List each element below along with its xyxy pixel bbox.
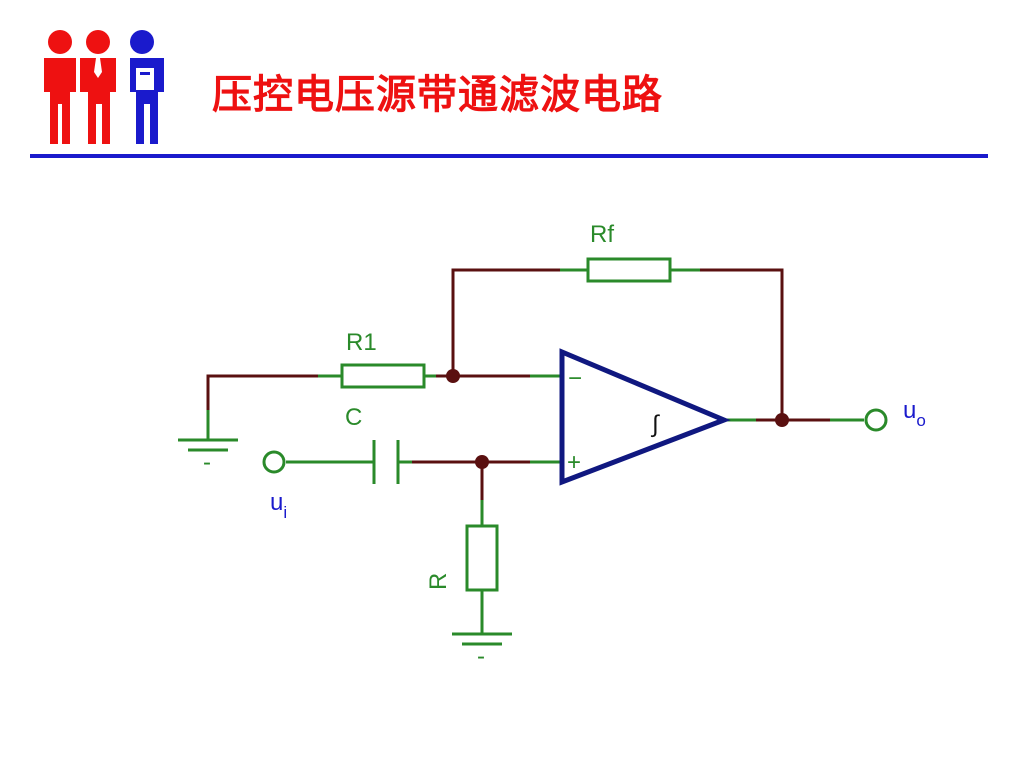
input-label: ui — [270, 489, 287, 522]
output-terminal — [864, 408, 888, 432]
ground-mark-bottom: - — [477, 643, 485, 670]
wires — [206, 268, 830, 500]
opamp-plus-sign: + — [567, 449, 581, 476]
page-title: 压控电压源带通滤波电路 — [212, 72, 663, 118]
output-label: uo — [903, 397, 926, 430]
opamp-minus-sign: − — [568, 365, 582, 392]
opamp-triangle — [559, 348, 731, 486]
component-leads — [206, 268, 864, 634]
title-divider — [30, 154, 988, 158]
ground-mark-left: - — [203, 449, 211, 476]
capacitor-c — [372, 440, 400, 484]
label-rf: Rf — [590, 221, 614, 248]
resistor-rf — [586, 257, 672, 283]
input-terminal — [262, 450, 286, 474]
ground-icon — [452, 632, 512, 646]
resistor-r — [465, 524, 499, 592]
label-r1: R1 — [346, 329, 377, 356]
ground-icon — [178, 438, 238, 452]
resistor-r1 — [340, 363, 426, 389]
label-r: R — [425, 573, 452, 590]
junction-dots — [446, 369, 789, 469]
opamp-symbol: ∫ — [650, 411, 660, 438]
label-c: C — [345, 404, 362, 431]
people-logo-icon — [44, 30, 164, 144]
